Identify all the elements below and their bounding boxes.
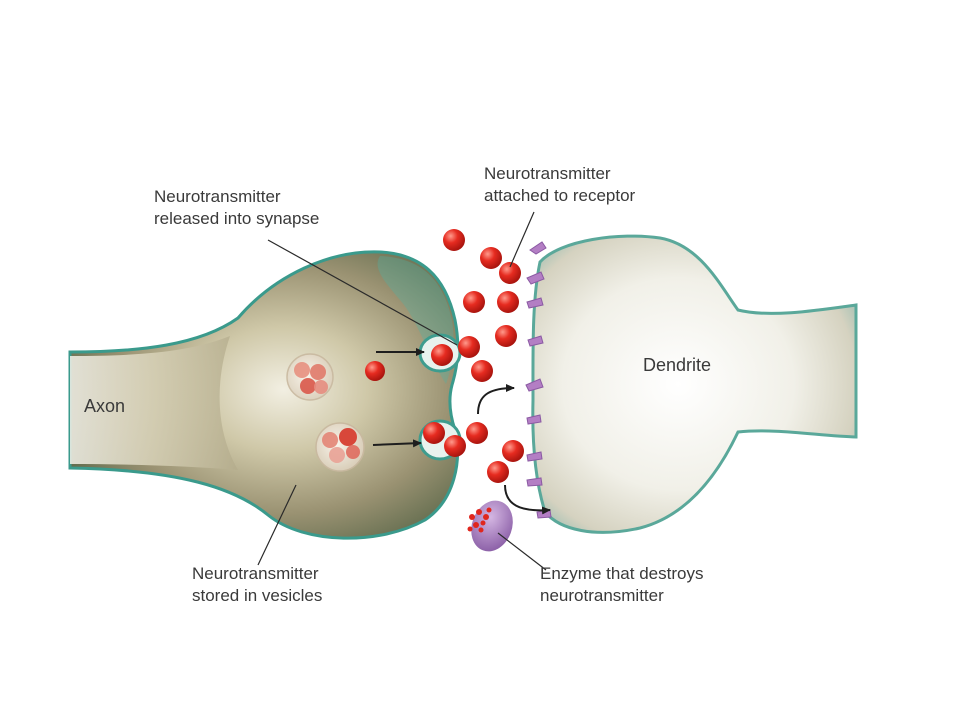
- process-arrows: [372, 348, 551, 515]
- reuptake-arrow: [504, 484, 551, 515]
- leader-lines: [257, 211, 547, 571]
- axon-terminal: [68, 250, 460, 540]
- release-arrow-lower: [372, 439, 422, 448]
- leader-stored: [257, 484, 297, 566]
- label-axon: Axon: [84, 396, 126, 416]
- bind-arrow: [477, 384, 515, 415]
- label-stored-in-vesicles: Neurotransmitter stored in vesicles: [192, 564, 323, 605]
- free-neurotransmitter-in-axon: [365, 361, 385, 381]
- leader-released: [267, 239, 458, 346]
- axon-stem: [70, 336, 238, 470]
- label-enzyme: Enzyme that destroys neurotransmitter: [540, 564, 704, 605]
- label-attached-to-receptor: Neurotransmitter attached to receptor: [484, 164, 636, 205]
- enzyme-body: [471, 500, 513, 552]
- label-released-into-synapse: Neurotransmitter released into synapse: [154, 187, 320, 228]
- neurotransmitter-fragments: [467, 507, 492, 533]
- label-dendrite: Dendrite: [643, 355, 712, 375]
- dendrite-body: [531, 234, 858, 534]
- leader-enzyme: [497, 532, 547, 571]
- leader-attached: [509, 211, 535, 268]
- vesicle-lower: [315, 422, 365, 472]
- neurotransmitter-molecules: [423, 229, 524, 483]
- vesicle-upper: [286, 353, 334, 401]
